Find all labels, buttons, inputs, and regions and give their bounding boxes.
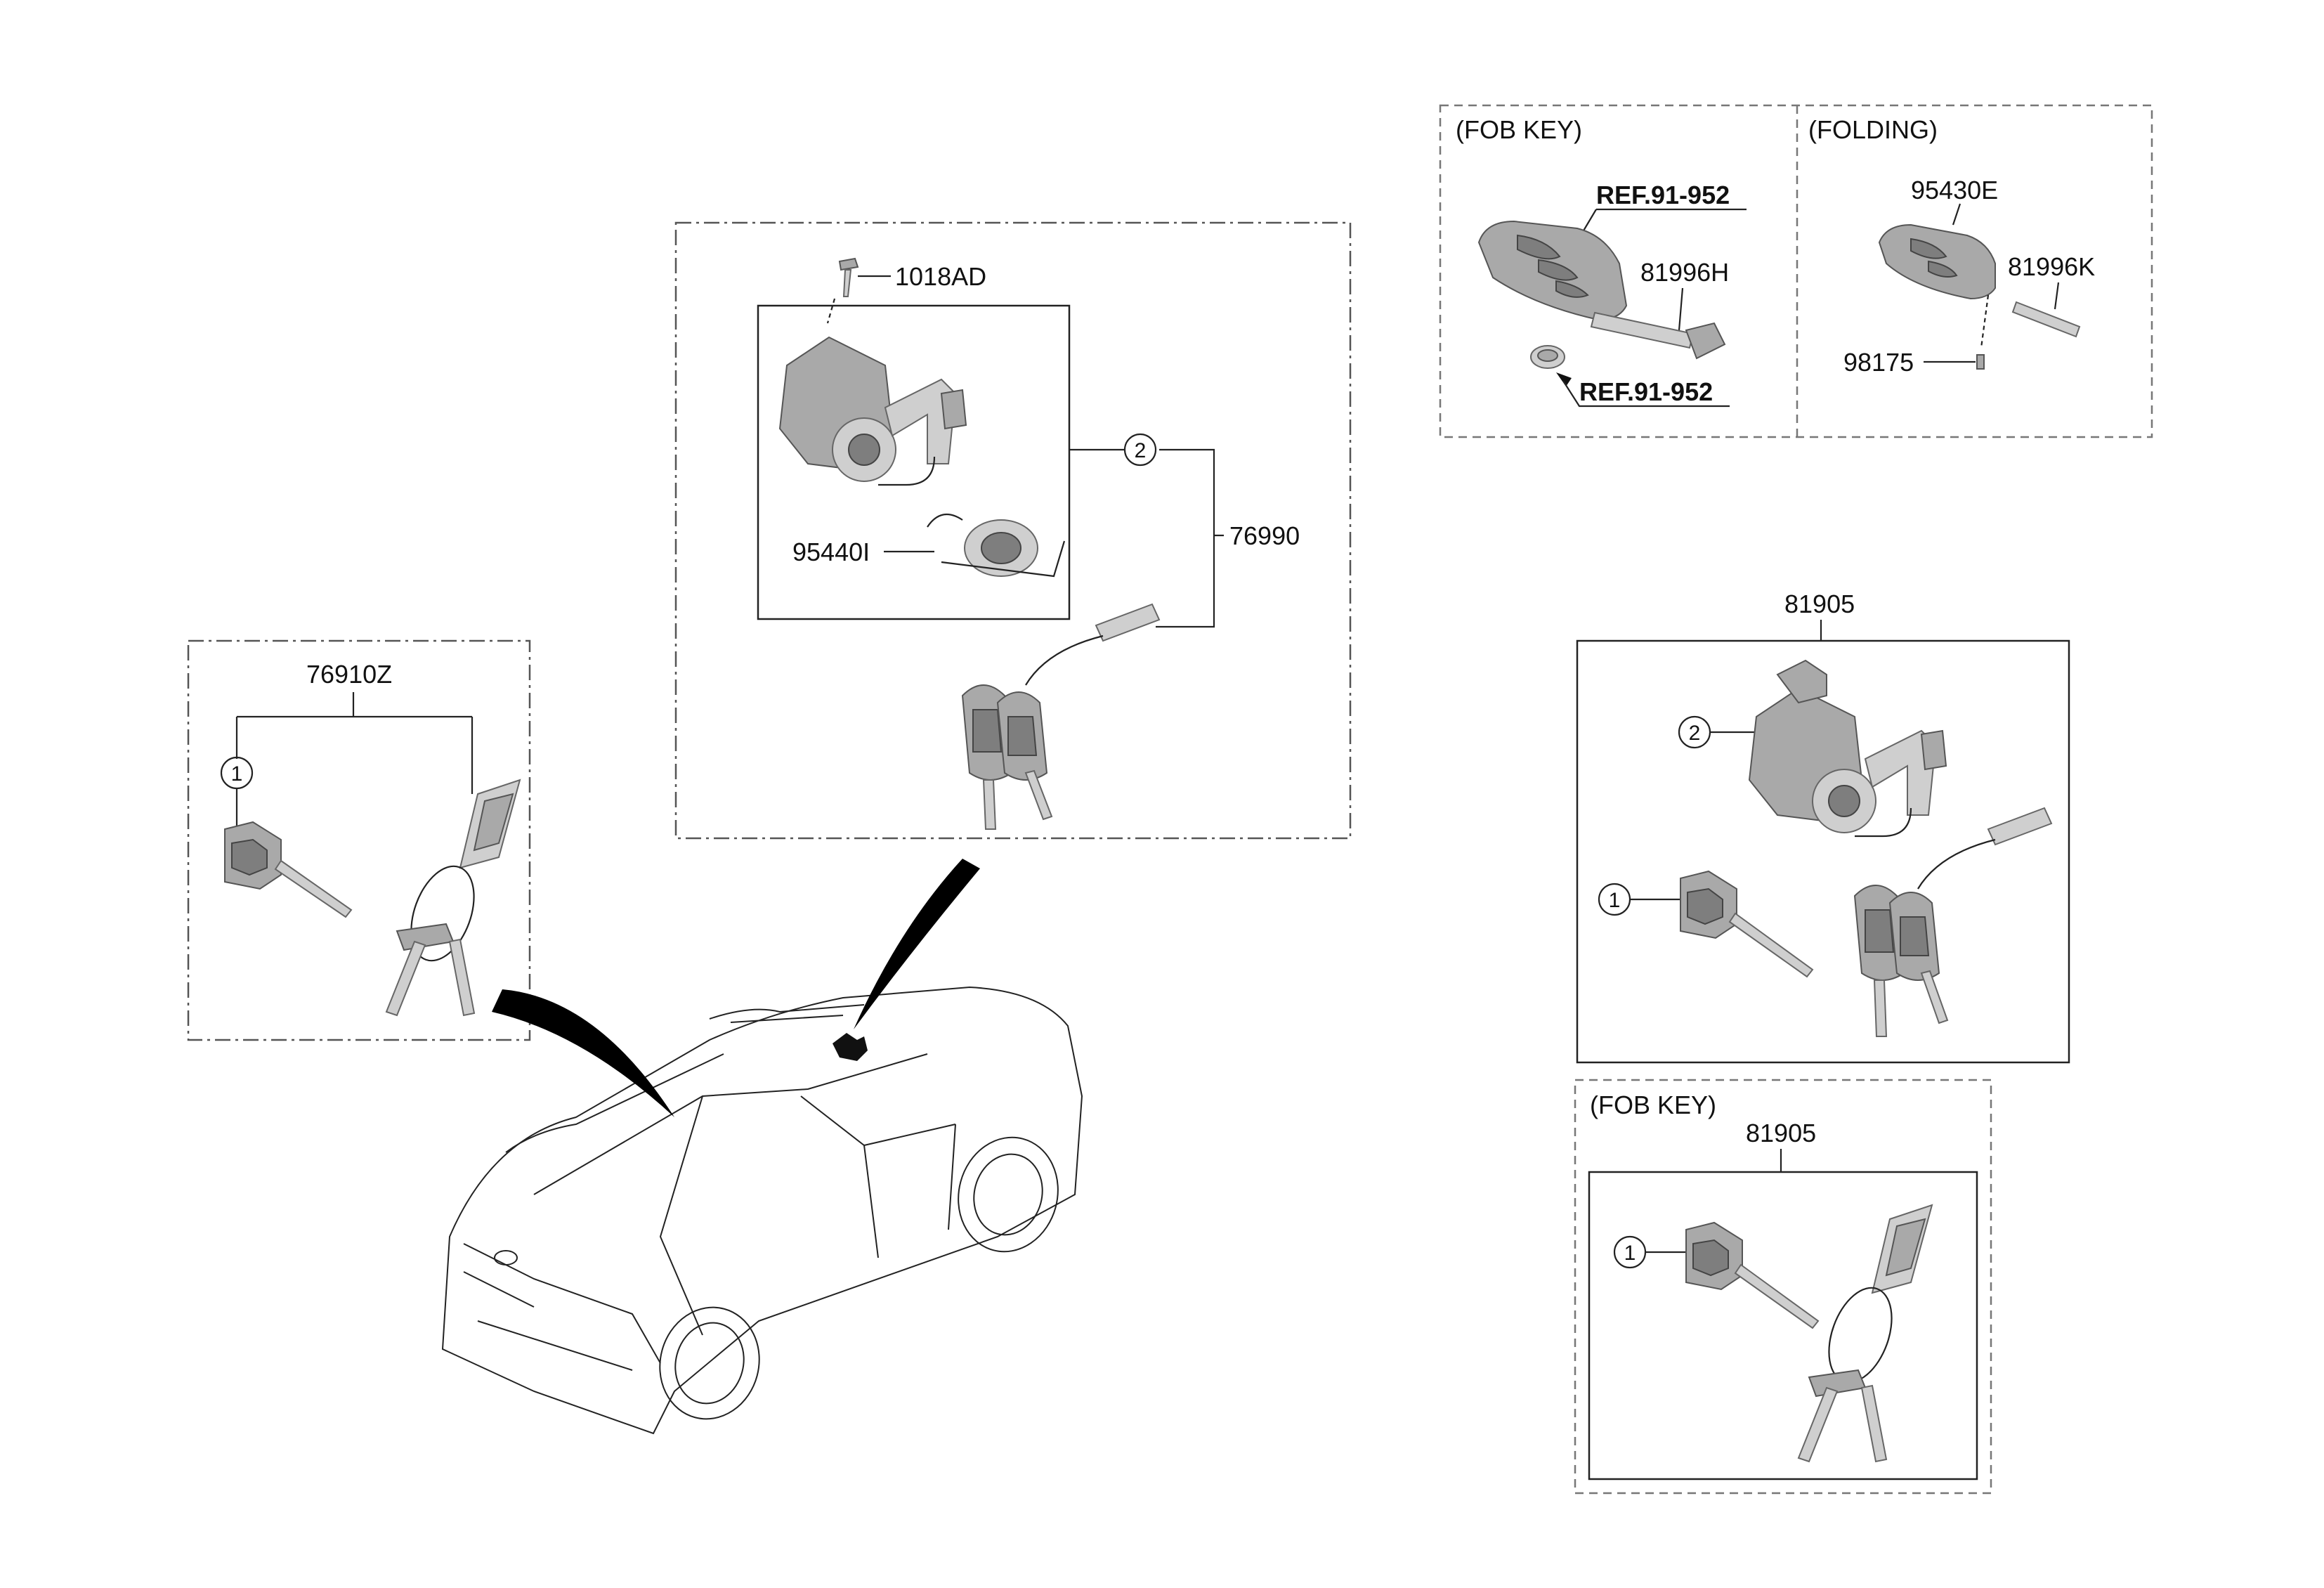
part-95430e-label: 95430E — [1911, 176, 1998, 204]
ignition-set-frame — [674, 221, 1352, 840]
ignition-location-mark — [833, 1033, 868, 1061]
ignition-set-group: 1018AD 95440I 2 76990 — [674, 221, 1352, 840]
screw-1018ad — [838, 257, 891, 297]
left-key-set-group: 76910Z 1 — [187, 639, 531, 1041]
fob-key-group: (FOB KEY) REF.91-952 81996H REF.91-952 (… — [1439, 104, 2153, 438]
fob-key-caption: (FOB KEY) — [1456, 115, 1582, 144]
illumination-ring-95440i — [927, 513, 1066, 578]
screw-axis — [826, 298, 836, 324]
vehicle-outline — [441, 986, 1083, 1435]
coin-battery — [1530, 345, 1565, 369]
fob-lock-set-caption: (FOB KEY) — [1590, 1091, 1716, 1119]
part-81905-label: 81905 — [1784, 590, 1855, 618]
folding-caption: (FOLDING) — [1808, 115, 1938, 144]
lock-set-group: 81905 2 1 — [1576, 590, 2070, 1064]
pin-98175 — [1976, 354, 1985, 370]
key-ring-set — [385, 779, 521, 1017]
part-98175-label: 98175 — [1843, 348, 1914, 377]
remote-95430e-leader — [1952, 203, 1961, 226]
callout-number: 1 — [1609, 889, 1621, 912]
ignition-inner-box — [757, 304, 1071, 620]
fob-lock-set-group: (FOB KEY) 81905 1 — [1574, 1079, 1992, 1495]
ref-bottom-arrow — [1556, 372, 1572, 386]
part-95440i-label: 95440I — [792, 538, 870, 566]
part-76990-label: 76990 — [1229, 521, 1300, 550]
emergency-key-blade-81996h — [1590, 311, 1726, 360]
callout-number: 1 — [231, 762, 243, 786]
fob-lock-set-frame — [1574, 1079, 1992, 1495]
fob-lock-set-box — [1588, 1171, 1978, 1480]
door-lock-cylinder — [1685, 1221, 1820, 1329]
folding-key-blade-81996k — [2011, 301, 2081, 338]
ignition-lock-cylinder — [1748, 659, 1947, 838]
smart-key-fob — [1477, 220, 1628, 321]
part-81996h-label: 81996H — [1640, 258, 1729, 287]
lock-set-box — [1576, 639, 2070, 1064]
blade-81996h-leader — [1678, 287, 1684, 331]
ignition-set-leader — [1069, 448, 1224, 628]
flip-remote-keys — [961, 603, 1161, 830]
part-76910z-label: 76910Z — [306, 660, 392, 689]
callout-circle — [1123, 433, 1157, 467]
part-81996k-label: 81996K — [2008, 252, 2095, 281]
key-ring-set — [1797, 1204, 1933, 1463]
ref-91-952-top-label: REF.91-952 — [1596, 181, 1730, 209]
flip-remote-keys — [1853, 807, 2053, 1037]
pointer-to-left-set — [492, 989, 674, 1117]
ignition-lock-cylinder — [778, 336, 967, 486]
folding-remote-95430e — [1878, 223, 1996, 300]
ref-91-952-bottom-label: REF.91-952 — [1579, 377, 1713, 406]
pointer-to-ignition-set — [854, 859, 980, 1029]
part-1018ad-label: 1018AD — [895, 262, 986, 291]
door-lock-cylinder — [224, 821, 353, 918]
blade-81996k-leader — [2054, 282, 2060, 310]
pin-axis — [1980, 294, 1990, 349]
callout-number: 1 — [1624, 1242, 1636, 1265]
callout-number: 2 — [1135, 439, 1147, 462]
part-81905-fob-label: 81905 — [1746, 1119, 1816, 1147]
ref-bottom-leader — [1562, 380, 1730, 408]
callout-number: 2 — [1689, 722, 1701, 745]
fob-folding-frame — [1439, 104, 2153, 438]
left-key-set-leader — [235, 692, 474, 794]
left-key-set-frame — [187, 639, 531, 1041]
door-lock-cylinder — [1680, 870, 1814, 978]
